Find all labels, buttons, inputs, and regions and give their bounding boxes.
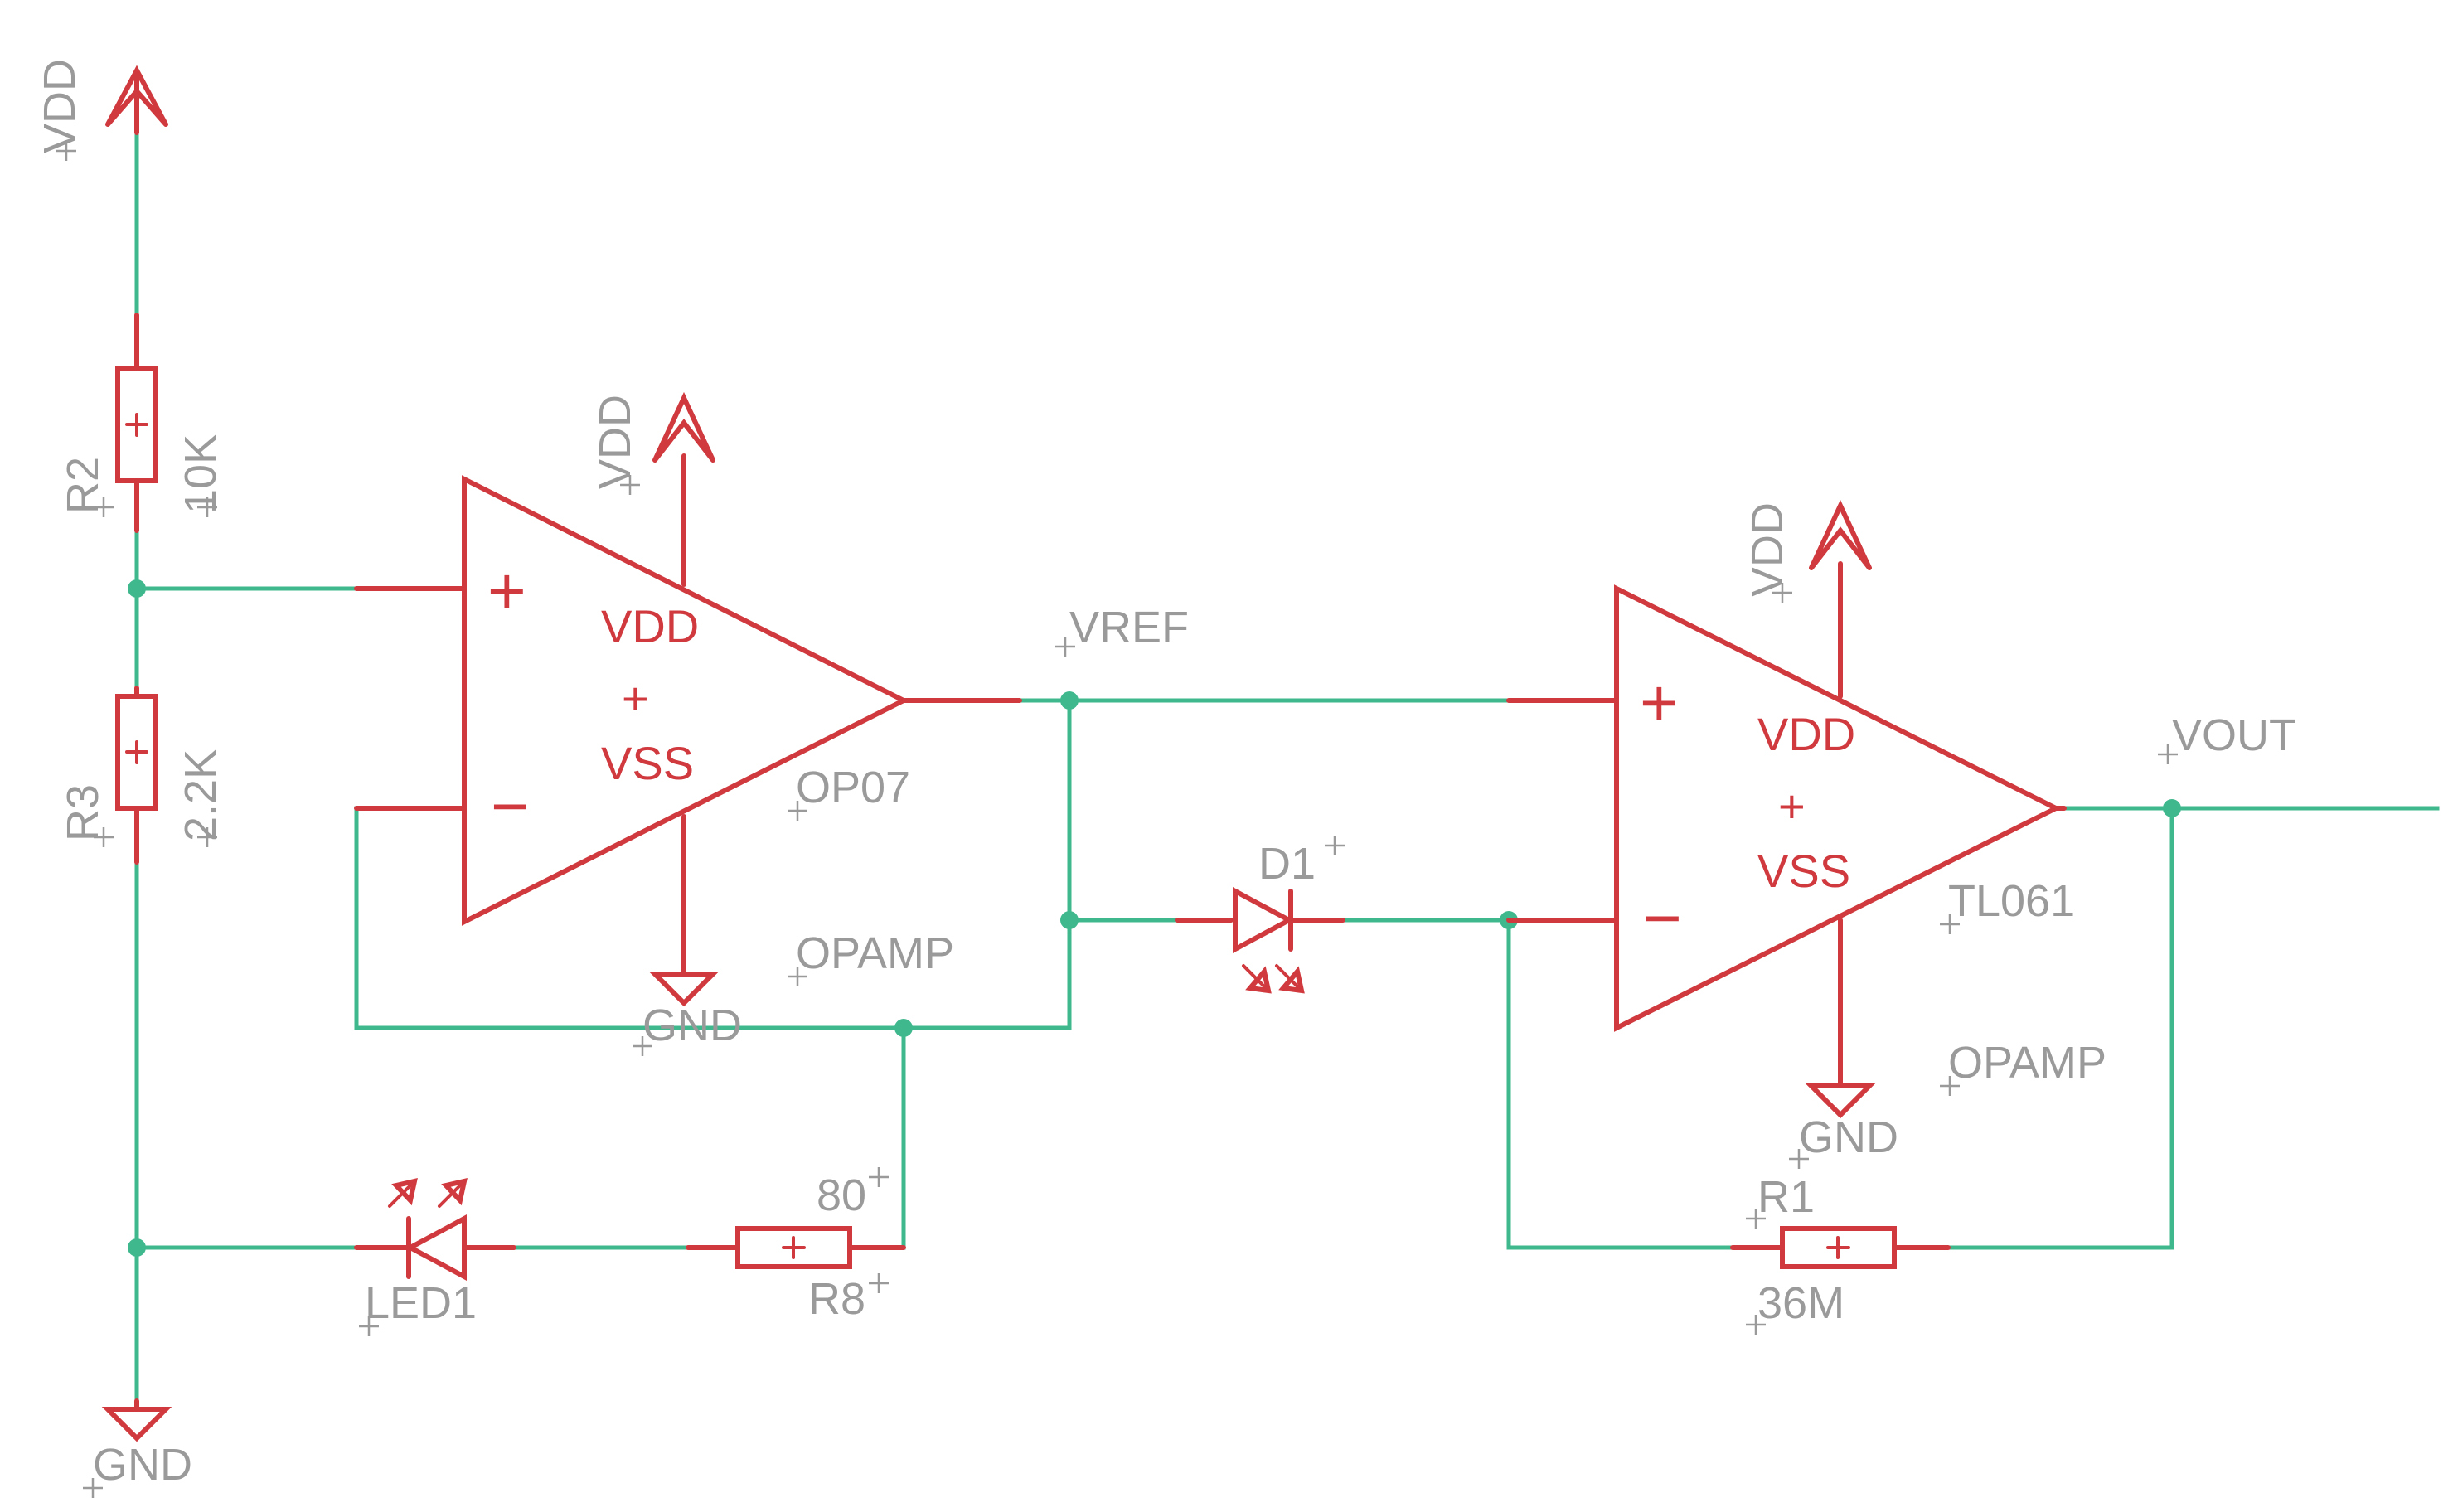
vdd-arrow-icon [1809,499,1872,699]
net-label-vout[interactable]: VOUT [2156,710,2296,766]
junction-dot [1060,691,1079,710]
gnd-arrow-icon [101,1398,172,1442]
u1-mark: + [622,672,649,724]
u2-mark: + [1778,780,1806,832]
junction-dot [1060,911,1079,929]
wire-u2-feedback-right [1946,806,2174,1250]
u2-name: TL061 [1948,876,2075,926]
resistor-body-icon [735,1226,852,1269]
u1-name: OP07 [796,763,910,812]
wire-u1-feedback [354,698,1072,1030]
led1[interactable]: LED1 [354,1178,516,1338]
opamp-triangle-icon [1614,584,2062,1032]
r1-name: R1 [1757,1172,1815,1222]
vdd-symbol-main[interactable]: VDD [35,59,168,162]
resistor-r2[interactable]: R2 10K [58,313,225,533]
vdd-label: VDD [35,59,85,153]
u1-minus-pin: − [491,769,530,843]
gnd-arrow-icon [648,814,720,1007]
opamp-u1[interactable]: + − VDD + VSS VDD GND OP07 OPAMP [354,391,1022,1058]
u1-vdd-pin: VDD [601,600,699,652]
u2-plus-pin: + [1640,666,1679,739]
wires [134,130,2440,1403]
r2-name: R2 [58,457,108,514]
u2-gnd-label: GND [1799,1112,1898,1162]
r3-name: R3 [58,784,108,841]
diode-triangle-icon [405,1214,467,1282]
resistor-r8[interactable]: 80 R8 [686,1166,906,1324]
light-emission-icon [1242,964,1305,994]
gnd-symbol-main[interactable]: GND [81,1398,192,1500]
vref-label: VREF [1069,603,1189,652]
u1-value: OPAMP [796,928,954,978]
junction-dot [2163,799,2181,817]
opamp-triangle-icon [462,475,909,926]
u1-gnd-label: GND [642,1001,742,1050]
u2-value: OPAMP [1948,1038,2106,1088]
junction-dot [128,1238,146,1257]
light-emission-icon [388,1178,468,1208]
net-label-vref[interactable]: VREF [1054,603,1189,658]
r1-value: 36M [1757,1278,1845,1328]
gnd-label: GND [93,1440,192,1490]
u2-vdd-pin: VDD [1757,708,1855,760]
junction-dot [128,579,146,598]
resistor-r1[interactable]: R1 36M [1730,1172,1951,1336]
r3-value: 2.2K [176,749,225,841]
u1-vss-pin: VSS [601,737,694,789]
vout-label: VOUT [2172,710,2296,760]
gnd-arrow-icon [1805,918,1876,1119]
wire-u2-feedback-left [1506,918,1735,1250]
r8-value: 80 [817,1170,866,1220]
led1-name: LED1 [365,1278,477,1328]
vdd-arrow-icon [652,391,715,587]
diode-triangle-icon [1233,886,1295,954]
resistor-r3[interactable]: R3 2.2K [58,686,225,865]
u2-vdd-label: VDD [1743,502,1792,597]
r2-value: 10K [176,434,225,514]
r8-name: R8 [808,1274,865,1324]
junction-dot [894,1019,913,1037]
junctions [128,579,2181,1257]
u1-plus-pin: + [487,554,526,628]
diode-d1[interactable]: D1 [1175,834,1346,994]
vdd-arrow-icon [105,65,168,135]
u2-vss-pin: VSS [1757,845,1850,897]
opamp-u2[interactable]: + − VDD + VSS VDD GND TL061 OPAMP [1506,499,2106,1170]
u1-vdd-label: VDD [590,395,640,489]
d1-name: D1 [1258,839,1316,889]
u2-minus-pin: − [1643,881,1682,955]
